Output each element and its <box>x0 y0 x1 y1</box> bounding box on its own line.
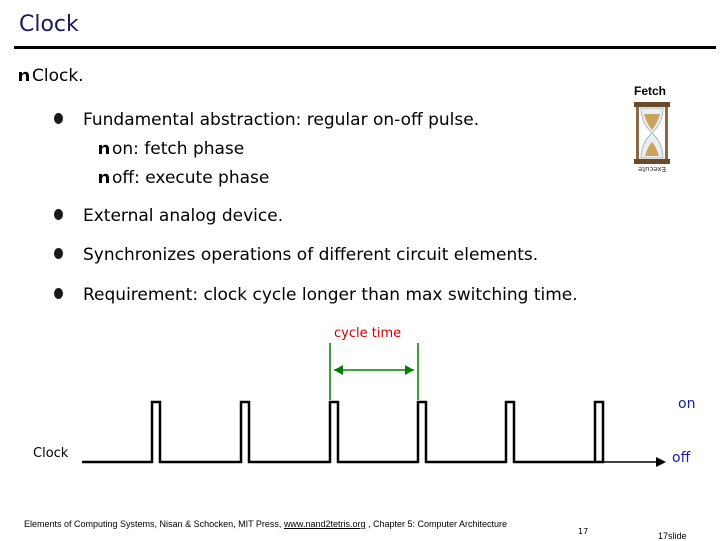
slide-title: Clock <box>19 12 79 37</box>
bullet-level1: Clock. <box>18 66 84 86</box>
dot-bullet-icon <box>54 209 63 220</box>
bullet-item-text: Requirement: clock cycle longer than max… <box>83 285 578 305</box>
clock-signal-label: Clock <box>33 446 69 461</box>
arrow-head-right <box>656 457 666 467</box>
page-number: 17 <box>578 527 589 536</box>
clock-waveform <box>82 400 605 464</box>
footer-text: , Chapter 5: Computer Architecture <box>365 519 508 529</box>
dot-bullet-icon <box>54 113 63 124</box>
square-bullet-icon <box>98 140 109 154</box>
execute-label: Execute <box>638 165 666 173</box>
off-label: off <box>672 450 691 466</box>
slide-number: 17slide <box>658 531 687 541</box>
footer-citation: Elements of Computing Systems, Nisan & S… <box>24 519 507 529</box>
bullet-item-2: External analog device. <box>54 206 283 226</box>
bullet-item-text: External analog device. <box>83 206 284 226</box>
bullet-item-text: Fundamental abstraction: regular on-off … <box>83 110 480 130</box>
dot-bullet-icon <box>54 288 63 299</box>
bullet-item-3: Synchronizes operations of different cir… <box>54 245 538 265</box>
title-rule <box>14 46 716 49</box>
cycle-time-label: cycle time <box>334 326 402 341</box>
dot-bullet-icon <box>54 248 63 259</box>
hourglass-icon: Execute <box>634 102 670 173</box>
sub-bullet-2: off: execute phase <box>98 168 269 188</box>
bullet-item-text: Synchronizes operations of different cir… <box>83 245 539 265</box>
square-bullet-icon <box>18 67 29 81</box>
sub-bullet-text: on: fetch phase <box>112 139 245 159</box>
footer-text: Elements of Computing Systems, Nisan & S… <box>24 519 284 529</box>
arrow-head-left <box>334 365 343 375</box>
square-bullet-icon <box>98 169 109 183</box>
bullet-item-4: Requirement: clock cycle longer than max… <box>54 285 578 305</box>
footer-link[interactable]: www.nand2tetris.org <box>283 519 366 529</box>
clock-diagram <box>82 343 666 467</box>
on-label: on <box>678 396 696 412</box>
sub-bullet-1: on: fetch phase <box>98 139 244 159</box>
sub-bullet-text: off: execute phase <box>112 168 270 188</box>
fetch-label: Fetch <box>634 84 667 98</box>
arrow-head-right <box>405 365 414 375</box>
bullet-level1-text: Clock. <box>32 66 84 86</box>
bullet-item-1: Fundamental abstraction: regular on-off … <box>54 110 479 130</box>
